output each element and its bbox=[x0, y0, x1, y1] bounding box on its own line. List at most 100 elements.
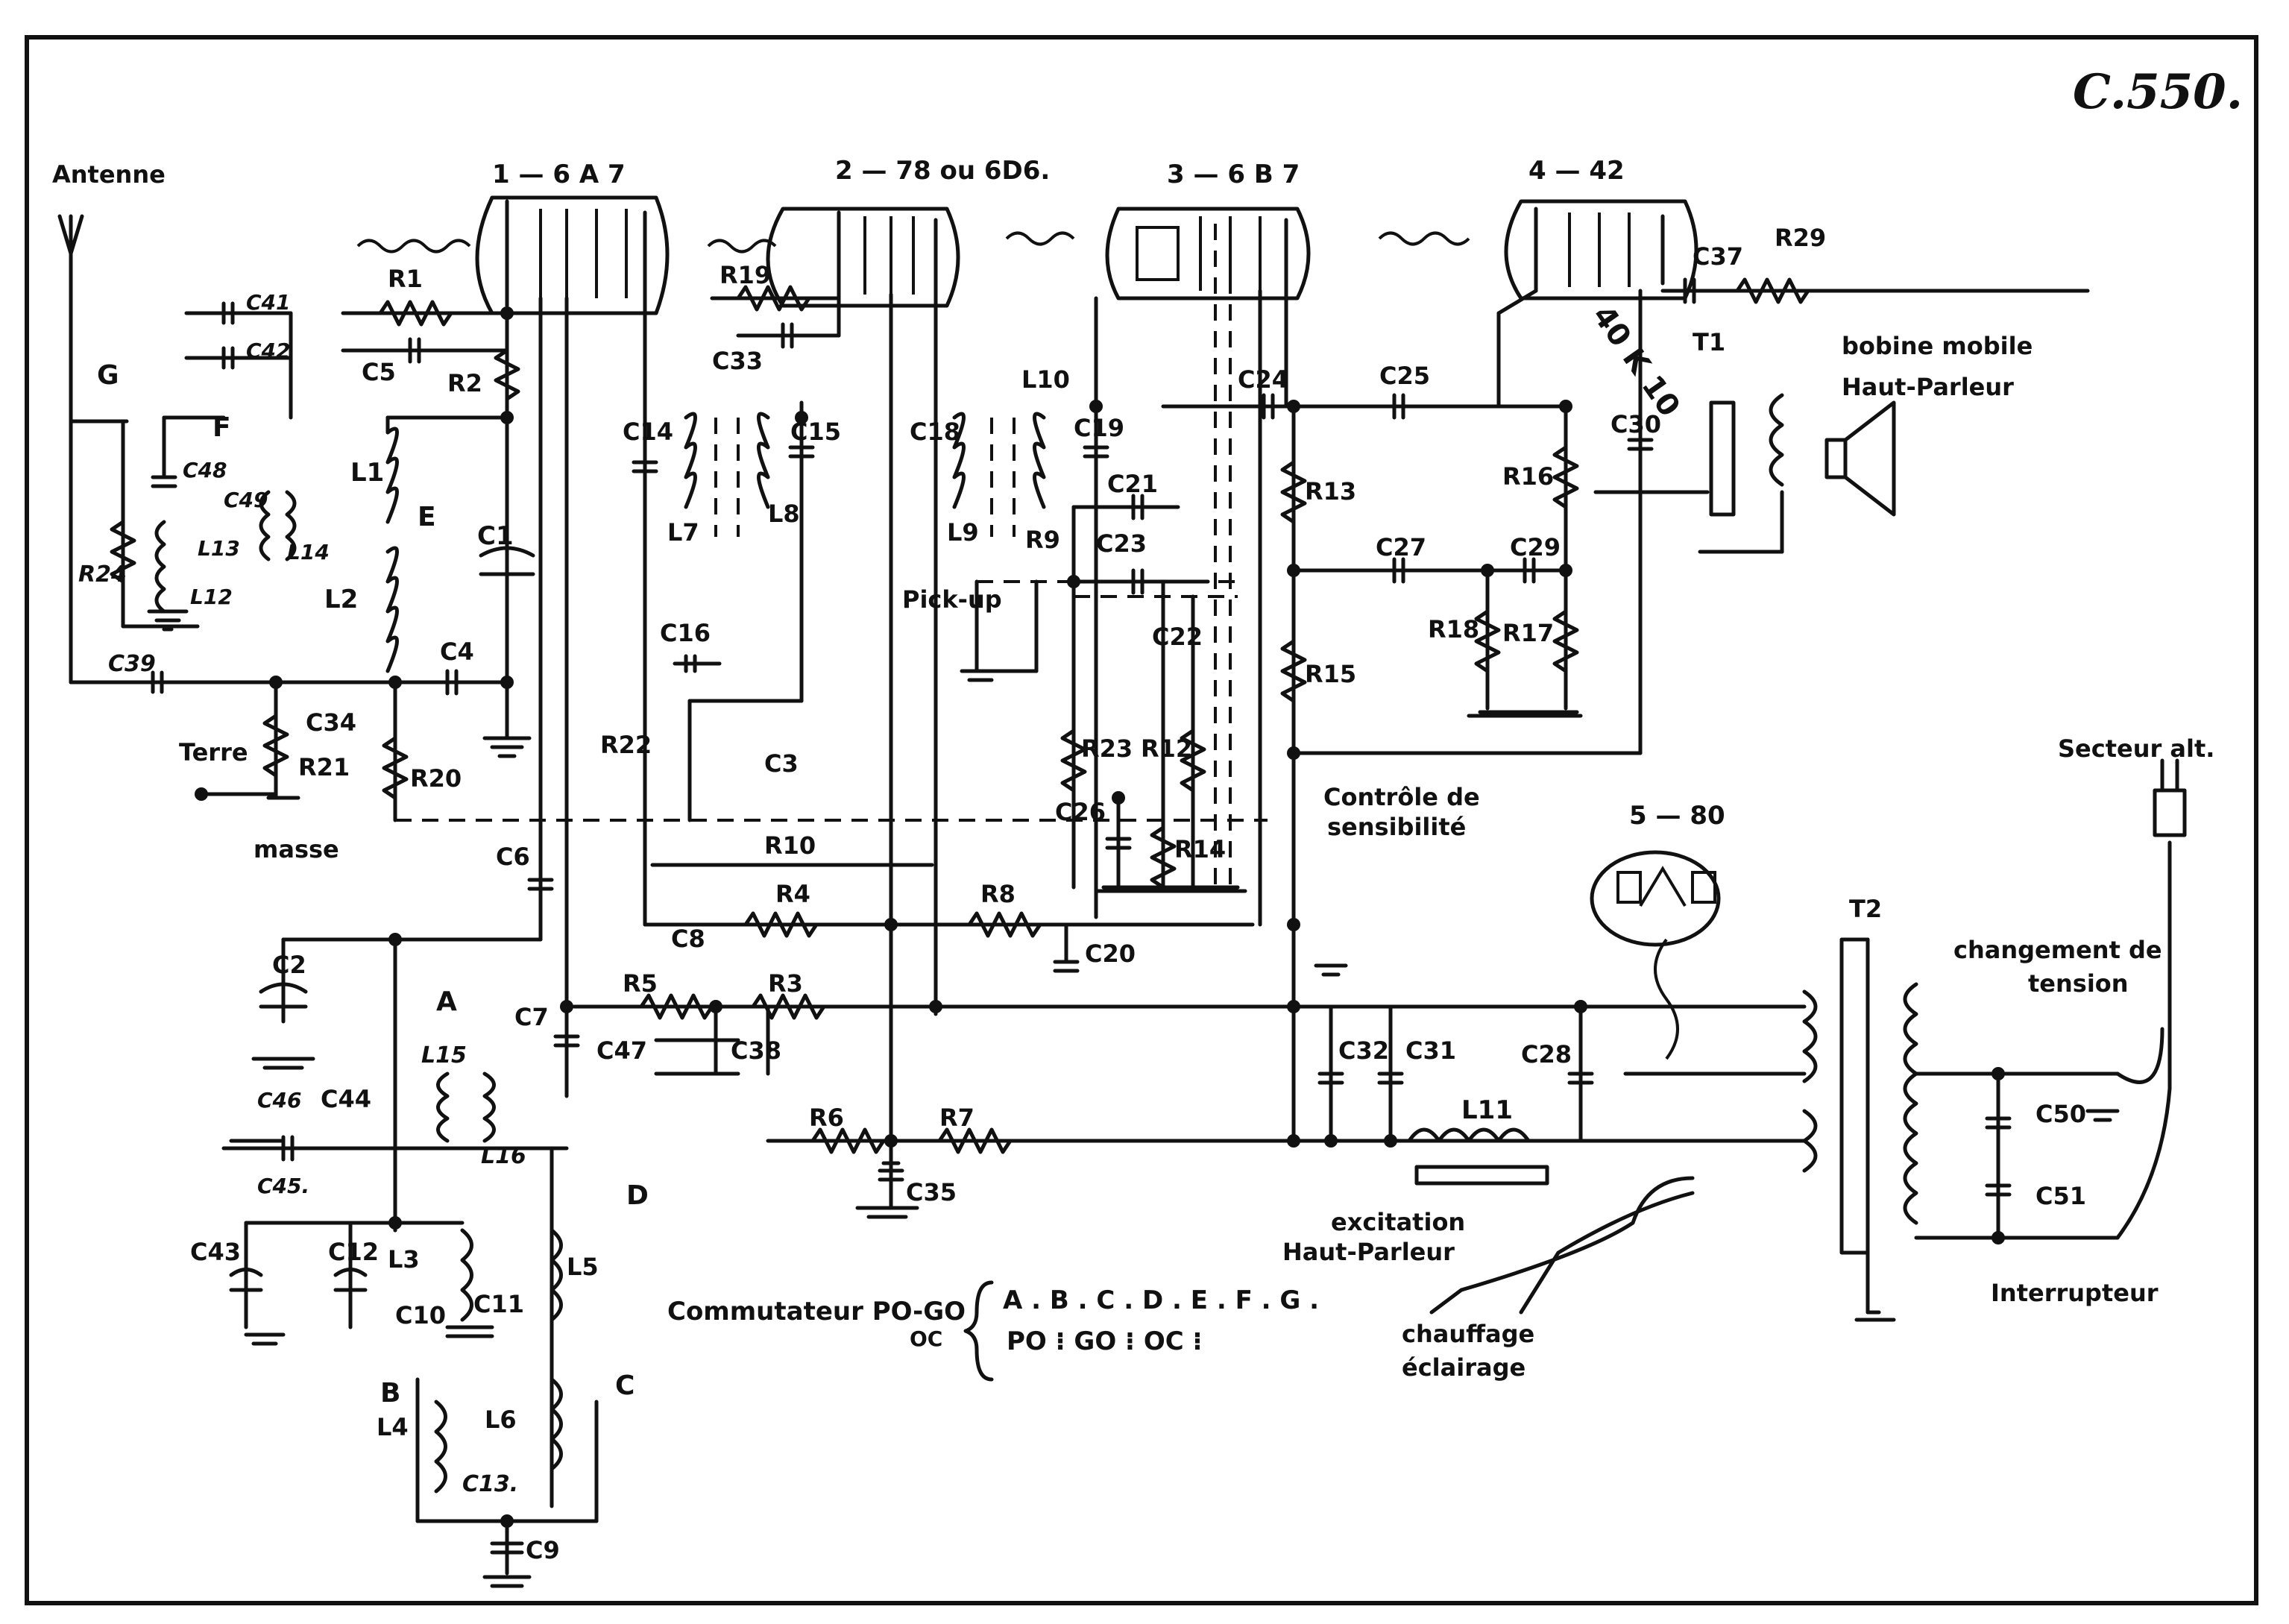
main-wiring bbox=[221, 224, 2187, 1576]
c51-label: C51 bbox=[2035, 1182, 2086, 1210]
l7-label: L7 bbox=[667, 518, 699, 547]
c14-label: C14 bbox=[623, 418, 673, 446]
tube-2-78 bbox=[707, 207, 960, 308]
r29-label: R29 bbox=[1775, 224, 1826, 252]
ground-symbols bbox=[147, 550, 2120, 1588]
c29-label: C29 bbox=[1510, 533, 1561, 561]
switch-bands: PO ⁝ GO ⁝ OC ⁝ bbox=[1007, 1326, 1202, 1356]
handwritten-note: 40 K 10 bbox=[1586, 299, 1687, 423]
r17-label: R17 bbox=[1502, 619, 1554, 647]
r12-label: R12 bbox=[1141, 734, 1192, 763]
excitation-label: excitation bbox=[1331, 1208, 1465, 1236]
l12-label: L12 bbox=[190, 585, 233, 609]
l16-label: L16 bbox=[481, 1143, 526, 1169]
c26-label: C26 bbox=[1055, 798, 1106, 826]
r1-label: R1 bbox=[388, 265, 423, 293]
c15-label: C15 bbox=[790, 418, 841, 446]
l13-label: L13 bbox=[198, 536, 240, 561]
r23-label: R23 bbox=[1081, 734, 1133, 763]
c28-label: C28 bbox=[1521, 1040, 1572, 1068]
tube-2-label: 2 — 78 ou 6D6. bbox=[835, 156, 1050, 186]
l4-label: L4 bbox=[377, 1413, 409, 1441]
r24-label: R24 bbox=[78, 561, 127, 588]
tube-5-label: 5 — 80 bbox=[1629, 801, 1725, 831]
tube-4-42 bbox=[1378, 199, 1698, 300]
antenne-label: Antenne bbox=[52, 160, 166, 189]
eclairage-label: éclairage bbox=[1402, 1353, 1526, 1382]
changement-label: changement de bbox=[1953, 936, 2162, 964]
r20-label: R20 bbox=[410, 764, 462, 793]
l14-label: L14 bbox=[287, 540, 330, 564]
r14-label: R14 bbox=[1174, 835, 1226, 863]
c37-label: C37 bbox=[1693, 242, 1743, 271]
c16-label: C16 bbox=[660, 619, 711, 647]
tension-label: tension bbox=[2028, 969, 2129, 998]
c10-label: C10 bbox=[395, 1301, 446, 1329]
l6-label: L6 bbox=[485, 1406, 517, 1434]
r5-label: R5 bbox=[623, 969, 658, 998]
c34-label: C34 bbox=[306, 708, 356, 737]
r8-label: R8 bbox=[980, 880, 1016, 908]
r19-label: R19 bbox=[720, 261, 771, 289]
c43-label: C43 bbox=[190, 1238, 241, 1266]
junction-dots bbox=[269, 306, 2005, 1528]
controle-label: Contrôle de bbox=[1323, 783, 1480, 811]
r13-label: R13 bbox=[1305, 477, 1356, 506]
tube-4-label: 4 — 42 bbox=[1528, 156, 1625, 186]
sensibilite-label: sensibilité bbox=[1327, 813, 1466, 841]
commutateur-oc-label: OC bbox=[910, 1326, 942, 1351]
antenna-symbol bbox=[57, 214, 166, 684]
c47-label: C47 bbox=[596, 1036, 647, 1065]
bobine-label: bobine mobile bbox=[1842, 332, 2033, 360]
switch-c-label: C bbox=[615, 1370, 635, 1401]
l10-label: L10 bbox=[1021, 365, 1070, 394]
c13-label: C13. bbox=[462, 1471, 518, 1497]
c18-label: C18 bbox=[910, 418, 960, 446]
l8-label: L8 bbox=[768, 500, 800, 528]
c1-label: C1 bbox=[477, 521, 514, 551]
c22-label: C22 bbox=[1152, 623, 1203, 651]
masse-label: masse bbox=[254, 835, 339, 863]
c6-label: C6 bbox=[496, 843, 530, 871]
c2-label: C2 bbox=[272, 951, 306, 979]
r16-label: R16 bbox=[1502, 462, 1554, 491]
switch-d-label: D bbox=[626, 1180, 649, 1211]
commutateur-label: Commutateur PO-GO bbox=[667, 1297, 966, 1326]
r22-label: R22 bbox=[600, 731, 652, 759]
switch-a-label: A bbox=[436, 986, 457, 1017]
c20-label: C20 bbox=[1085, 940, 1136, 968]
c48-label: C48 bbox=[183, 458, 227, 482]
r7-label: R7 bbox=[939, 1104, 975, 1132]
c21-label: C21 bbox=[1107, 470, 1158, 498]
switch-g-label: G bbox=[97, 360, 119, 391]
l5-label: L5 bbox=[567, 1253, 599, 1281]
c45-label: C45. bbox=[257, 1174, 309, 1198]
c41-label: C41 bbox=[246, 290, 291, 315]
hp-label: Haut-Parleur bbox=[1842, 373, 2014, 401]
tube-3-label: 3 — 6 B 7 bbox=[1167, 160, 1300, 189]
page-title: C.550. bbox=[2073, 64, 2243, 120]
c3-label: C3 bbox=[764, 749, 799, 778]
c38-label: C38 bbox=[731, 1036, 781, 1065]
commutateur-brace bbox=[963, 1280, 994, 1382]
c9-label: C9 bbox=[526, 1536, 560, 1564]
interrupteur-label: Interrupteur bbox=[1991, 1279, 2159, 1307]
c44-label: C44 bbox=[321, 1085, 371, 1113]
tube-1-label: 1 — 6 A 7 bbox=[492, 160, 626, 189]
r10-label: R10 bbox=[764, 831, 816, 860]
r6-label: R6 bbox=[809, 1104, 844, 1132]
secteur-label: Secteur alt. bbox=[2058, 734, 2214, 763]
frame-border bbox=[25, 35, 2258, 1605]
terre-label: Terre bbox=[179, 738, 248, 767]
r4-label: R4 bbox=[775, 880, 810, 908]
c7-label: C7 bbox=[514, 1003, 549, 1031]
c24-label: C24 bbox=[1238, 365, 1288, 394]
c27-label: C27 bbox=[1376, 533, 1426, 561]
c46-label: C46 bbox=[257, 1088, 302, 1112]
c32-label: C32 bbox=[1338, 1036, 1389, 1065]
switch-f-label: F bbox=[212, 412, 231, 443]
c42-label: C42 bbox=[246, 339, 291, 363]
chauffage-label: chauffage bbox=[1402, 1320, 1534, 1348]
